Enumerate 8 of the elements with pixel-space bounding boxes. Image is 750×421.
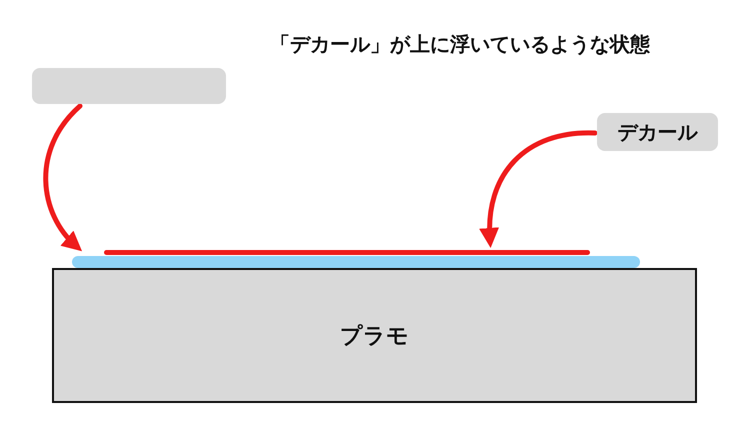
label-tag: デカール [597,113,718,151]
liquid-layer [72,256,640,268]
arrow [43,104,82,252]
arrow [480,130,598,248]
label-tag [32,68,226,104]
model-block: プラモ [52,268,697,403]
decal-layer [104,250,590,255]
title: 「デカール」が上に浮いているような状態 [269,31,651,58]
